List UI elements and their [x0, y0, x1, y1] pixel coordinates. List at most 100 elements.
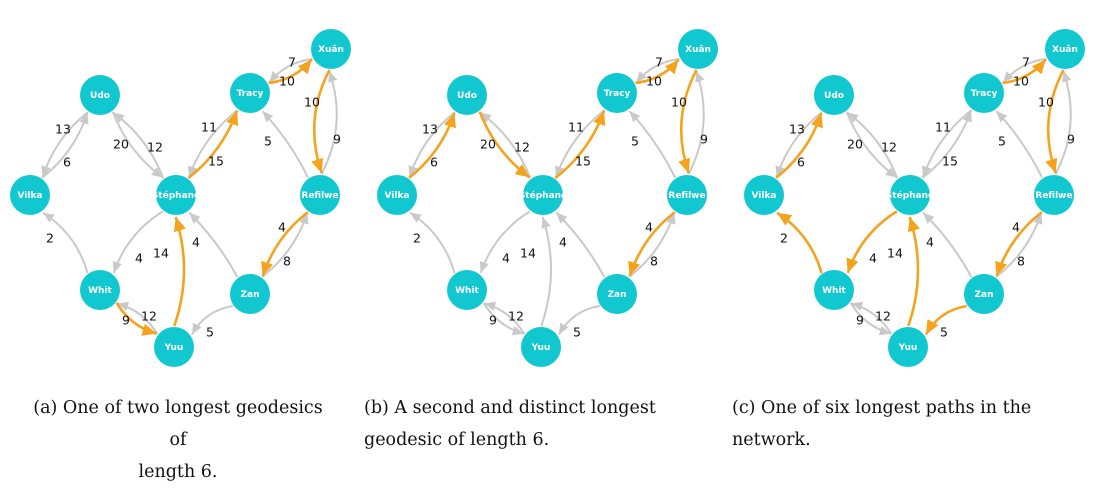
edge-whit-to-yuu: [115, 302, 157, 336]
caption-b-line1: (b) A second and distinct longest: [364, 398, 656, 418]
edge-xuan-to-refilwe: [311, 69, 331, 174]
node-xuan: Xuân: [678, 29, 718, 69]
edge-refilwe-to-zan: [261, 211, 309, 277]
node-label: Refilwe: [668, 191, 705, 201]
node-circle: [888, 327, 928, 367]
node-circle: [523, 175, 563, 215]
edge-weight-label: 5: [573, 325, 581, 340]
edge-weight-label: 10: [1038, 95, 1054, 110]
edge-weight-label: 10: [279, 74, 295, 89]
edge-udo-to-stephane: [478, 111, 531, 179]
edge-weight-label: 8: [1017, 254, 1025, 269]
node-whit: Whit: [447, 270, 487, 310]
node-label: Vilka: [384, 191, 409, 201]
node-stephane: Stéphane: [886, 175, 934, 215]
edge-weight-label: 10: [671, 95, 687, 110]
node-label: Xuân: [318, 45, 344, 55]
edge-weight-label: 4: [192, 235, 200, 250]
node-xuan: Xuân: [1045, 29, 1085, 69]
edge-weight-label: 5: [206, 325, 214, 340]
edge-weight-label: 14: [887, 246, 903, 261]
node-label: Refilwe: [301, 191, 338, 201]
node-label: Tracy: [237, 89, 264, 99]
edge-zan-to-yuu: [924, 304, 967, 336]
edge-zan-to-stephane: [188, 211, 239, 278]
edge-vilka-to-udo: [775, 112, 823, 179]
edge-weight-label: 4: [278, 220, 286, 235]
caption-b-line2: geodesic of length 6.: [364, 430, 550, 450]
edge-xuan-to-refilwe: [678, 69, 698, 174]
edge-udo-to-vilka: [41, 111, 89, 178]
node-circle: [678, 29, 718, 69]
edge-tracy-to-stephane: [921, 109, 973, 178]
edge-vilka-to-udo: [408, 112, 456, 179]
edge-weight-label: 4: [135, 251, 143, 266]
node-refilwe: Refilwe: [667, 175, 707, 215]
node-udo: Udo: [814, 75, 854, 115]
edge-refilwe-to-tracy: [628, 110, 677, 179]
node-label: Udo: [457, 91, 477, 101]
node-circle: [744, 175, 784, 215]
node-circle: [230, 73, 270, 113]
node-label: Whit: [455, 286, 479, 296]
node-label: Whit: [88, 286, 112, 296]
edge-weight-label: 5: [998, 134, 1006, 149]
edge-weight-label: 11: [568, 120, 584, 135]
edge-weight-label: 9: [700, 132, 708, 147]
node-label: Refilwe: [1035, 191, 1072, 201]
node-circle: [447, 270, 487, 310]
edge-weight-label: 9: [1067, 132, 1075, 147]
caption-c-line1: (c) One of six longest paths in the netw…: [732, 398, 1032, 450]
edge-weight-label: 12: [141, 309, 157, 324]
node-xuan: Xuân: [311, 29, 351, 69]
node-label: Xuân: [1052, 45, 1078, 55]
node-udo: Udo: [447, 75, 487, 115]
node-zan: Zan: [230, 274, 270, 314]
node-label: Zan: [607, 290, 626, 300]
node-vilka: Vilka: [377, 175, 417, 215]
edge-weight-label: 11: [935, 120, 951, 135]
node-label: Stéphane: [886, 190, 934, 201]
edge-weight-label: 7: [655, 55, 663, 70]
edge-weight-label: 4: [559, 235, 567, 250]
node-label: Udo: [824, 91, 844, 101]
caption-a-line1: (a) One of two longest geodesics of: [33, 398, 323, 450]
edge-weight-label: 6: [797, 155, 805, 170]
edge-weight-label: 12: [508, 309, 524, 324]
node-label: Stéphane: [519, 190, 567, 201]
edge-weight-label: 8: [283, 254, 291, 269]
node-circle: [300, 175, 340, 215]
node-zan: Zan: [597, 274, 637, 314]
node-circle: [814, 75, 854, 115]
caption-a-line2: length 6.: [138, 462, 218, 482]
node-circle: [230, 274, 270, 314]
edge-whit-to-vilka: [776, 211, 823, 274]
node-label: Tracy: [971, 89, 998, 99]
node-refilwe: Refilwe: [300, 175, 340, 215]
edge-stephane-to-whit: [846, 210, 898, 274]
node-yuu: Yuu: [521, 327, 561, 367]
node-label: Tracy: [604, 89, 631, 99]
edge-weight-label: 10: [1013, 74, 1029, 89]
edge-whit-to-yuu: [849, 302, 891, 336]
node-circle: [521, 327, 561, 367]
edge-weight-label: 6: [63, 155, 71, 170]
node-label: Yuu: [898, 343, 918, 353]
edge-weight-label: 12: [875, 309, 891, 324]
edge-weight-label: 9: [122, 313, 130, 328]
edge-weight-label: 9: [489, 313, 497, 328]
node-circle: [377, 175, 417, 215]
edge-refilwe-to-xuan: [320, 70, 338, 175]
node-circle: [597, 73, 637, 113]
edge-weight-label: 5: [264, 134, 272, 149]
edge-refilwe-to-tracy: [995, 110, 1044, 179]
node-label: Vilka: [751, 191, 776, 201]
edge-xuan-to-refilwe: [1045, 69, 1065, 174]
node-vilka: Vilka: [10, 175, 50, 215]
edge-tracy-to-xuan: [635, 58, 680, 85]
edge-udo-to-stephane: [845, 111, 898, 179]
node-label: Whit: [822, 286, 846, 296]
edge-weight-label: 2: [780, 231, 788, 246]
node-whit: Whit: [80, 270, 120, 310]
